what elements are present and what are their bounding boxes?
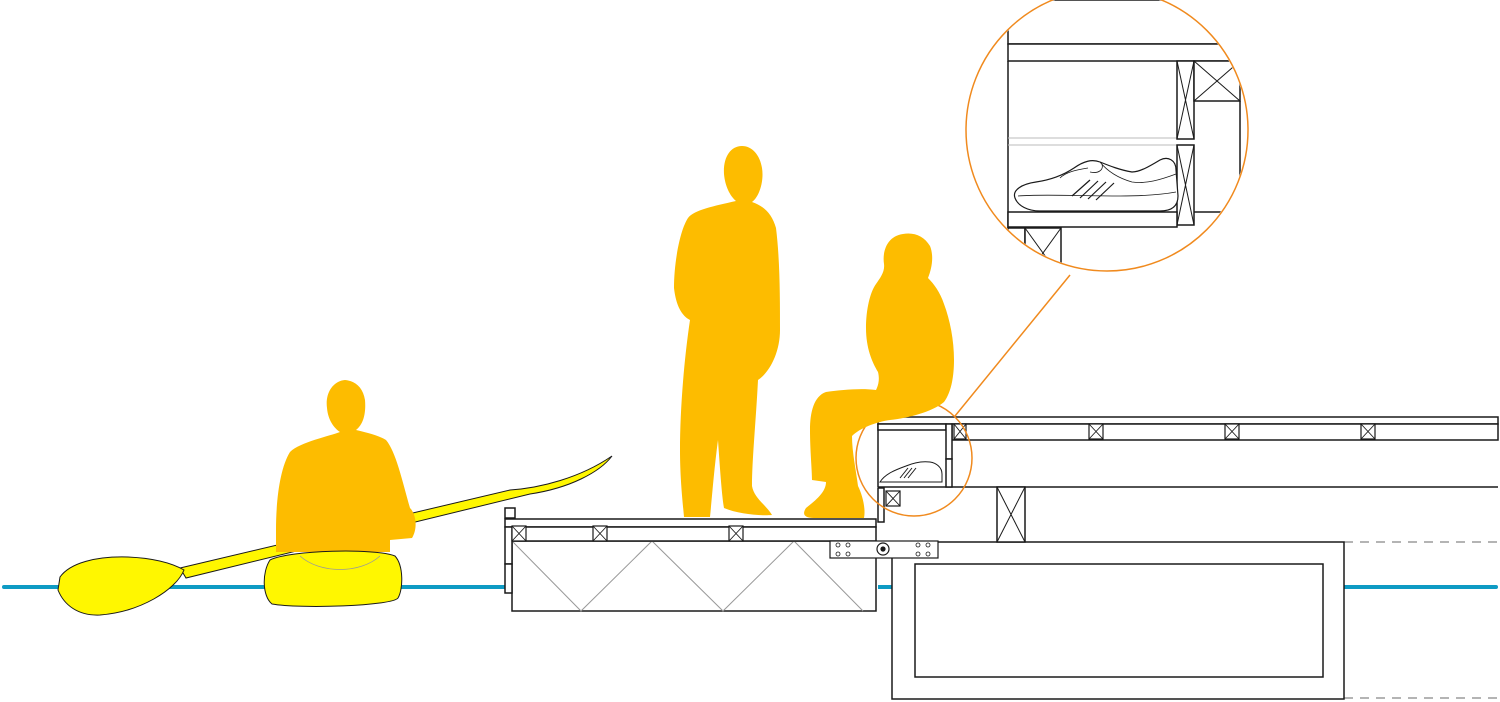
kayak-hull: [263, 550, 403, 607]
framing-box-cross: [511, 525, 527, 542]
hinge-connector: [829, 540, 939, 559]
shoe-icon-small: [879, 461, 943, 483]
framing-members: [511, 423, 1376, 542]
floating-pontoon: [891, 541, 1345, 700]
dashed-extension-lines: [1344, 541, 1500, 699]
standing-figure: [674, 146, 780, 517]
framing-box-cross: [885, 490, 901, 507]
framing-box-cross: [592, 525, 608, 542]
shoe-icon: [1013, 157, 1179, 212]
dock-deck: [504, 507, 877, 612]
framing-box-cross: [728, 525, 744, 542]
framing-box-cross: [953, 423, 967, 440]
seated-figure: [804, 233, 954, 518]
framing-box-cross: [1088, 423, 1104, 440]
raised-platform: [877, 404, 1499, 543]
framing-box-cross: [1360, 423, 1376, 440]
framing-box-cross: [1224, 423, 1240, 440]
detail-enlargement: [1007, 0, 1241, 270]
kayaker-figure: [276, 380, 416, 552]
